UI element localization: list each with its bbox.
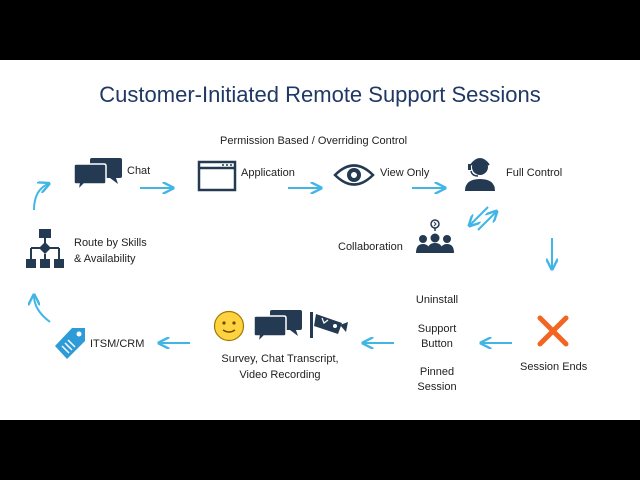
application-label: Application [241,167,295,179]
full-control-label: Full Control [506,167,563,179]
tag-icon [55,328,85,359]
pinned-session-line1: Pinned [419,366,455,378]
arrow-route-to-chat [33,184,48,211]
session-ends-label: Session Ends [520,361,588,373]
video-camera-icon [310,312,348,338]
view-only-label: View Only [380,167,430,179]
slide-title: Customer-Initiated Remote Support Sessio… [99,82,541,107]
application-window-icon [197,160,237,192]
flow-arrows [0,60,640,420]
permission-subtitle: Permission Based / Overriding Control [220,135,408,147]
route-label-line1: Route by Skills [74,237,147,249]
support-agent-icon [465,158,495,191]
survey-label-line2: Video Recording [239,369,321,381]
uninstall-label: Uninstall [415,294,459,306]
arrow-collab-to-full [477,212,496,231]
smiley-face-icon [213,310,245,342]
eye-icon [333,164,375,186]
survey-label-line1: Survey, Chat Transcript, [221,353,339,365]
chat-bubbles-icon [73,158,122,192]
support-button-line2: Button [421,338,453,350]
collaboration-label: Collaboration [338,241,403,253]
flowchart-icon [26,229,64,268]
pinned-session-line2: Session [417,381,457,393]
slide: Customer-Initiated Remote Support Sessio… [0,60,640,420]
arrow-itsm-to-route [34,296,51,323]
team-collaboration-icon [416,219,454,253]
chat-label: Chat [127,165,151,177]
transcript-chat-icon [253,310,302,345]
itsm-crm-label: ITSM/CRM [90,338,145,350]
cross-icon [537,315,569,347]
route-label-line2: & Availability [74,253,136,265]
support-button-line1: Support [417,323,457,335]
